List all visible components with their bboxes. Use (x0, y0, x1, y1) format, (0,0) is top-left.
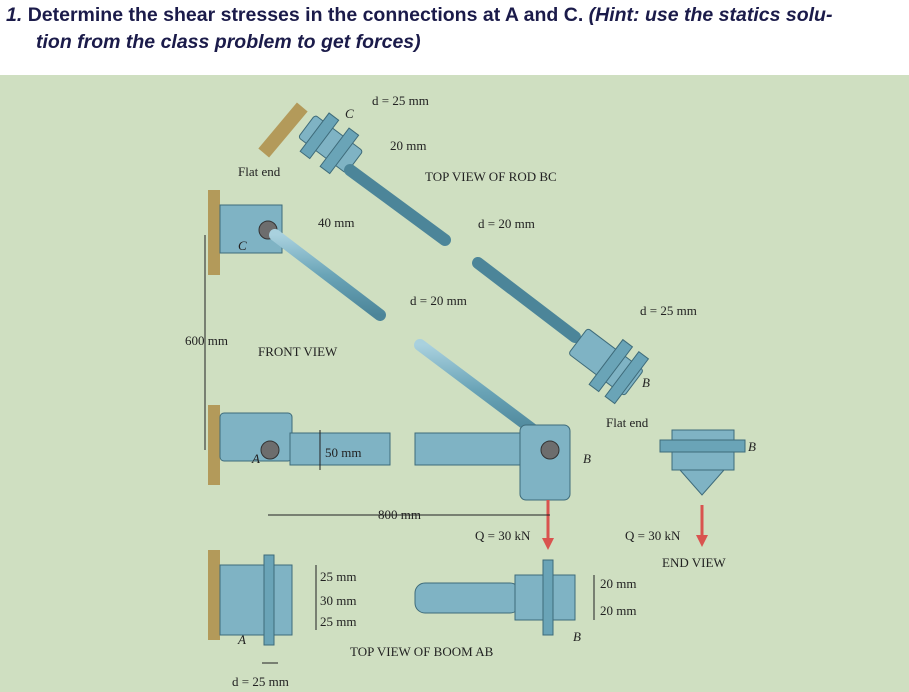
label-d-25-bottom: d = 25 mm (232, 674, 289, 689)
wall-a-bottom (208, 550, 220, 640)
label-30mm: 30 mm (320, 593, 356, 608)
label-flat-end-left: Flat end (238, 164, 281, 179)
bracket-a-bottom (219, 564, 293, 636)
rod-bc-top-lower (472, 257, 581, 343)
label-q-front: Q = 30 kN (475, 528, 531, 543)
label-20mm-top: 20 mm (390, 138, 426, 153)
pin-b-front (540, 440, 560, 460)
boom-ab-front-left (289, 432, 391, 466)
label-a-front: A (251, 451, 260, 466)
rod-bc-top-upper (344, 164, 451, 246)
label-d-25-b: d = 25 mm (640, 303, 697, 318)
top-view-boom-ab: 25 mm 30 mm 25 mm 20 mm 20 mm A B TOP VI… (208, 550, 636, 689)
label-top-view-boom-ab: TOP VIEW OF BOOM AB (350, 644, 494, 659)
boom-ab-front-right (414, 432, 526, 466)
problem-statement: 1. Determine the shear stresses in the c… (6, 2, 906, 56)
label-b-end: B (748, 439, 756, 454)
wall-c-front (208, 190, 220, 275)
mechanism-diagram: d = 25 mm C 20 mm TOP VIEW OF ROD BC d =… (185, 93, 756, 689)
label-q-end: Q = 30 kN (625, 528, 681, 543)
label-c-front: C (238, 238, 247, 253)
label-end-view: END VIEW (662, 555, 726, 570)
label-pin-c-top: C (345, 106, 354, 121)
label-20mm-bottom-b: 20 mm (600, 603, 636, 618)
wall-a-front (208, 405, 220, 485)
label-50mm: 50 mm (325, 445, 361, 460)
label-20mm-top-b: 20 mm (600, 576, 636, 591)
pin-b-bottom (542, 559, 554, 636)
pin-a-front (260, 440, 280, 460)
label-flat-end-right: Flat end (606, 415, 649, 430)
label-b-upper: B (642, 375, 650, 390)
boom-ab-top (414, 582, 521, 614)
top-view-rod-bc: d = 25 mm C 20 mm TOP VIEW OF ROD BC d =… (258, 93, 697, 405)
problem-text: Determine the shear stresses in the conn… (27, 4, 589, 26)
label-d-25-top: d = 25 mm (372, 93, 429, 108)
label-d-20-upper: d = 20 mm (478, 216, 535, 231)
label-top-view-rod-bc: TOP VIEW OF ROD BC (425, 169, 557, 184)
problem-hint-part2: tion from the class problem to get force… (36, 31, 421, 53)
label-25mm-bottom: 25 mm (320, 614, 356, 629)
bracket-c-top (298, 115, 363, 173)
problem-hint-part1: (Hint: use the statics solu- (588, 4, 833, 26)
label-a-bottom: A (237, 632, 246, 647)
pin-a-bottom (263, 554, 275, 646)
label-d-20-lower: d = 20 mm (410, 293, 467, 308)
front-view: Flat end 40 mm C d = 20 mm 600 mm FRONT … (185, 164, 591, 550)
label-40mm: 40 mm (318, 215, 354, 230)
wall-c-top (258, 102, 308, 158)
figure-panel: d = 25 mm C 20 mm TOP VIEW OF ROD BC d =… (0, 75, 909, 692)
pin-b-end (659, 439, 746, 453)
label-b-front: B (583, 451, 591, 466)
label-25mm-top: 25 mm (320, 569, 356, 584)
label-front-view: FRONT VIEW (258, 344, 338, 359)
rod-bc-front-lower (414, 339, 546, 441)
label-800mm: 800 mm (378, 507, 421, 522)
rod-bc-front-upper (269, 229, 386, 321)
bracket-b-front (519, 424, 571, 501)
problem-number: 1. (6, 4, 23, 26)
problem-line-1: 1. Determine the shear stresses in the c… (6, 2, 906, 29)
label-600mm: 600 mm (185, 333, 228, 348)
label-b-bottom: B (573, 629, 581, 644)
end-view: Flat end B Q = 30 kN END VIEW (606, 337, 756, 570)
